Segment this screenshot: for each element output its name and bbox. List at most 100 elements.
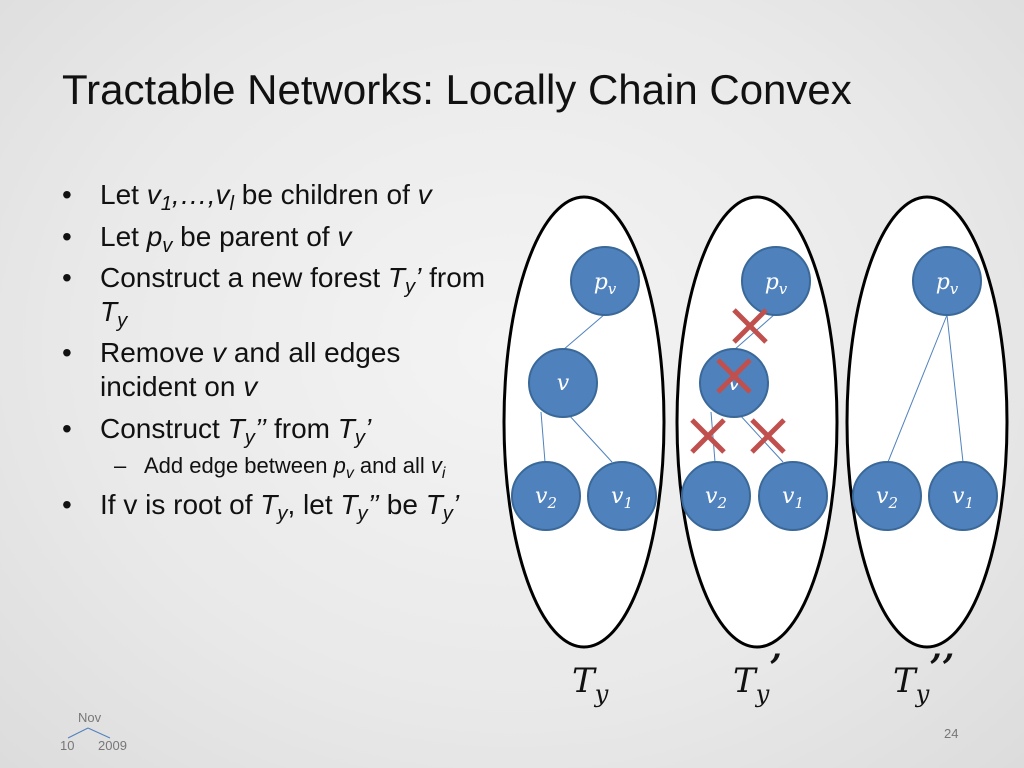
node-circle [570,246,640,316]
svg-text:v1: v1 [782,484,804,512]
node-label-sub: 1 [794,494,804,512]
node-label: p [594,270,608,295]
bullet-dot: • [62,412,72,444]
edge-parent-v [562,313,606,351]
bullet-children: • Let v1,…,vl be children of v [62,178,502,216]
date-divider-icon [67,727,111,739]
var: p [146,220,163,252]
node-label: v [705,484,718,509]
node-circle [681,461,751,531]
node-label: v [611,484,624,509]
node-right-child: v1 [758,461,828,531]
edge-parent-left [887,314,948,463]
edge-v-left [710,411,716,463]
var: p [333,453,346,479]
subscript: y [357,502,368,525]
text: Construct a new forest [100,262,388,294]
node-label: p [936,270,950,295]
node-label: v [952,484,965,509]
node-label-sub: 2 [546,494,557,512]
subscript: y [277,502,288,525]
var: T [387,262,406,294]
node-parent: pv [912,246,982,316]
text: Construct [100,412,228,444]
text: and all [353,453,431,479]
node-label-sub: v [608,280,617,298]
subscript: y [117,309,128,332]
node-v: v [528,348,598,418]
slide-title: Tractable Networks: Locally Chain Convex [62,66,852,113]
date-day: 10 [60,738,75,753]
subscript: v [162,234,173,257]
node-label: v [782,484,795,509]
node-circle [511,461,581,531]
sub-bullet-add-edge: – Add edge between pv and all vi [62,453,502,482]
sub-bullet-dash: – [114,453,127,479]
tree-t: pv v v2 v1 Ty [502,195,666,708]
var: v [212,337,227,369]
var: T [337,412,355,444]
svg-text:pv: pv [765,270,788,298]
var: v [337,220,352,252]
var: v [146,179,161,210]
node-left-child: v2 [681,461,751,531]
text: be parent of [172,220,338,252]
svg-text:v1: v1 [611,484,633,512]
var: T [100,295,118,327]
var: T [227,412,245,444]
text: Let [100,179,147,210]
node-parent: pv [570,246,640,316]
node-circle [587,461,657,531]
node-parent: pv [741,246,811,316]
var: v [243,370,258,402]
subscript: i [441,464,446,482]
date-year: 2009 [98,738,127,753]
removal-cross-icon [732,308,768,344]
edge-parent-right [946,314,964,463]
text: , let [287,488,341,520]
text: Let [100,220,147,252]
edge-v-left [540,411,546,463]
node-circle [758,461,828,531]
node-left-child: v2 [511,461,581,531]
node-circle [912,246,982,316]
prime: ’’ [254,412,267,444]
tree-label: Ty’ [733,647,782,708]
removal-cross-icon [750,418,786,454]
node-right-child: v1 [587,461,657,531]
node-label-sub: v [779,280,788,298]
node-label: p [765,270,779,295]
svg-text:pv: pv [936,270,959,298]
prime: ’ [452,488,460,520]
text: and all edges incident on [100,337,401,402]
bullet-dot: • [62,262,72,294]
node-circle [741,246,811,316]
removal-cross-icon [690,418,726,454]
node-label: v [535,484,548,509]
text: Add edge between [144,453,334,479]
text: be [378,488,426,520]
prime: ’ [364,412,372,444]
svg-text:v2: v2 [535,484,557,512]
node-circle [852,461,922,531]
var: v [430,453,442,479]
bullet-list: • Let v1,…,vl be children of v • Let pv … [62,178,502,529]
removal-cross-icon [716,358,752,394]
subscript: 1 [160,193,172,216]
node-circle [928,461,998,531]
subscript: y [244,426,255,449]
svg-text:v1: v1 [952,484,974,512]
node-label: v [876,484,889,509]
bullet-parent: • Let pv be parent of v [62,220,502,257]
text: from [421,262,486,294]
bullet-construct-forest: • Construct a new forest Ty’ from Ty [62,261,502,331]
subscript: l [229,193,234,216]
svg-text:v2: v2 [705,484,727,512]
bullet-remove: • Remove v and all edges incident on v [62,336,502,403]
svg-text:v2: v2 [876,484,898,512]
edge-v-right [567,413,613,463]
text: Remove [100,337,213,369]
node-label-sub: 2 [887,494,898,512]
var: T [425,488,443,520]
bullet-dot: • [62,220,72,252]
